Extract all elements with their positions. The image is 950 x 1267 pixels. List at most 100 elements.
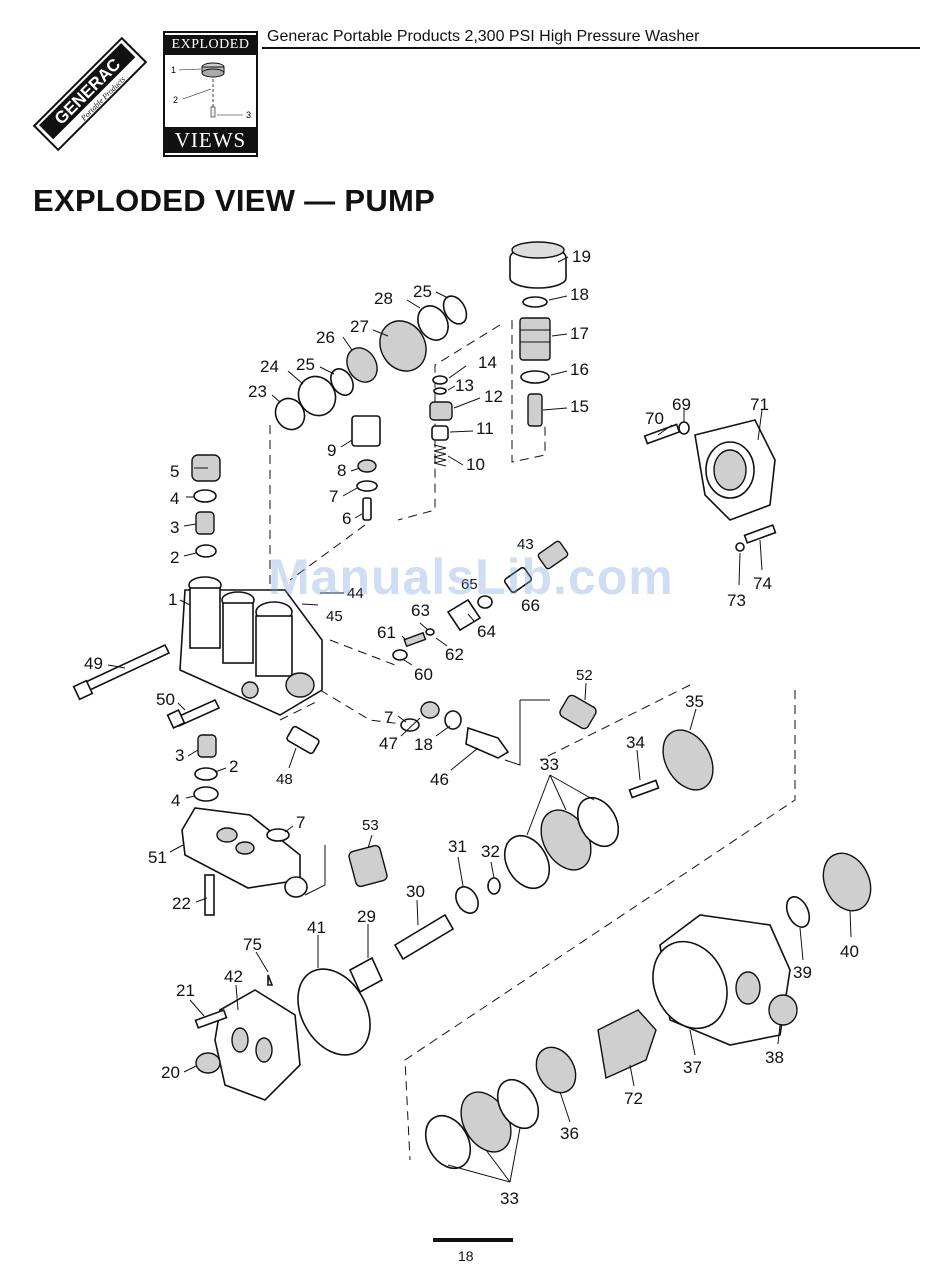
manualslib-watermark: ManualsLib.com [268,549,674,605]
callout-71: 71 [750,395,769,414]
callout-35: 35 [685,692,704,711]
callout-39: 39 [793,963,812,982]
part-50-bolt [166,698,221,729]
part-4b-oring [193,786,219,802]
callout-23: 23 [248,382,267,401]
part-19-cap [509,241,567,289]
part-18b-oring [444,710,462,730]
part-25-ring-b [442,295,468,325]
callout-8: 8 [337,461,346,480]
callout-40: 40 [840,942,859,961]
callout-60: 60 [414,665,433,684]
part-66-oring [477,595,493,609]
part-14-oring [432,375,448,385]
part-12-seat [429,401,453,421]
callout-3-low: 3 [175,746,184,765]
callout-62: 62 [445,645,464,664]
callout-47: 47 [379,734,398,753]
callout-21: 21 [176,981,195,1000]
callout-72: 72 [624,1089,643,1108]
callout-9: 9 [327,441,336,460]
part-46-valve [465,726,510,759]
callout-69: 69 [672,395,691,414]
callout-49: 49 [84,654,103,673]
part-20-plug [195,1052,221,1074]
badge-callout-2: 2 [173,95,178,105]
callout-51: 51 [148,848,167,867]
callout-16: 16 [570,360,589,379]
part-16-oring [520,370,550,384]
part-7c-oring [266,828,290,842]
part-25-ring [330,368,354,396]
part-37-housing [652,914,791,1046]
part-29-spring [348,956,384,994]
callout-2-low: 2 [229,757,238,776]
callout-53: 53 [362,817,379,834]
callout-42: 42 [224,967,243,986]
callout-18: 18 [570,285,589,304]
part-15-stem [527,393,543,427]
document-title: Generac Portable Products 2,300 PSI High… [267,28,700,45]
callout-3-top: 3 [170,518,179,537]
callout-14: 14 [478,353,497,372]
callout-7-top: 7 [329,487,338,506]
part-71-flange [694,419,776,521]
callout-61: 61 [377,623,396,642]
part-28-ring [417,305,449,341]
callout-12: 12 [484,387,503,406]
callout-2-top: 2 [170,548,179,567]
part-9-guide [351,415,381,447]
part-69-washer [678,421,690,435]
part-53-fitting [348,844,388,888]
callout-34: 34 [626,733,645,752]
part-2b-oring [194,767,218,781]
part-3-valve [195,511,215,535]
part-1-manifold [179,576,323,716]
part-27-retainer [379,320,427,372]
part-73-washer [735,542,745,552]
callout-41: 41 [307,918,326,937]
callout-32: 32 [481,842,500,861]
part-38-plug [768,994,798,1026]
part-64-elbow [446,598,482,632]
callout-63: 63 [411,601,430,620]
part-40-seal [822,852,872,912]
part-17-valve-plug [519,317,551,361]
part-47-seat [420,701,440,719]
part-33-bearing-upper [503,796,620,890]
part-75-pin [267,974,274,986]
footer-bar [433,1238,513,1242]
callout-73: 73 [727,591,746,610]
assembly-guide-lines [269,320,796,1161]
callout-38: 38 [765,1048,784,1067]
callout-30: 30 [406,882,425,901]
part-35-plate [662,729,714,791]
callout-36: 36 [560,1124,579,1143]
part-33-bearing-lower [424,1078,540,1170]
callout-20: 20 [161,1063,180,1082]
callout-64: 64 [477,622,496,641]
callout-5: 5 [170,462,179,481]
part-39-oring [785,896,811,928]
part-51-block [181,807,308,898]
part-36-bearing [535,1046,577,1094]
part-74-bolt [743,524,777,544]
part-26-seal [346,347,378,383]
part-49-bolt [72,643,171,701]
part-31-washer [455,886,479,914]
part-72-crank [597,1009,657,1080]
callout-66: 66 [521,596,540,615]
part-4-oring [193,489,217,503]
callout-25-mid: 25 [296,355,315,374]
callout-13: 13 [455,376,474,395]
part-63-ball [425,628,435,636]
part-7-oring [356,480,378,492]
leader-lines [107,256,852,1183]
callout-70: 70 [645,409,664,428]
callout-33-upper: 33 [540,755,559,774]
part-10-spring [433,444,447,467]
callout-4-top: 4 [170,489,179,508]
callout-33-lower: 33 [500,1189,519,1208]
callout-15: 15 [570,397,589,416]
badge-mini-diagram: 1 2 3 [171,62,251,120]
